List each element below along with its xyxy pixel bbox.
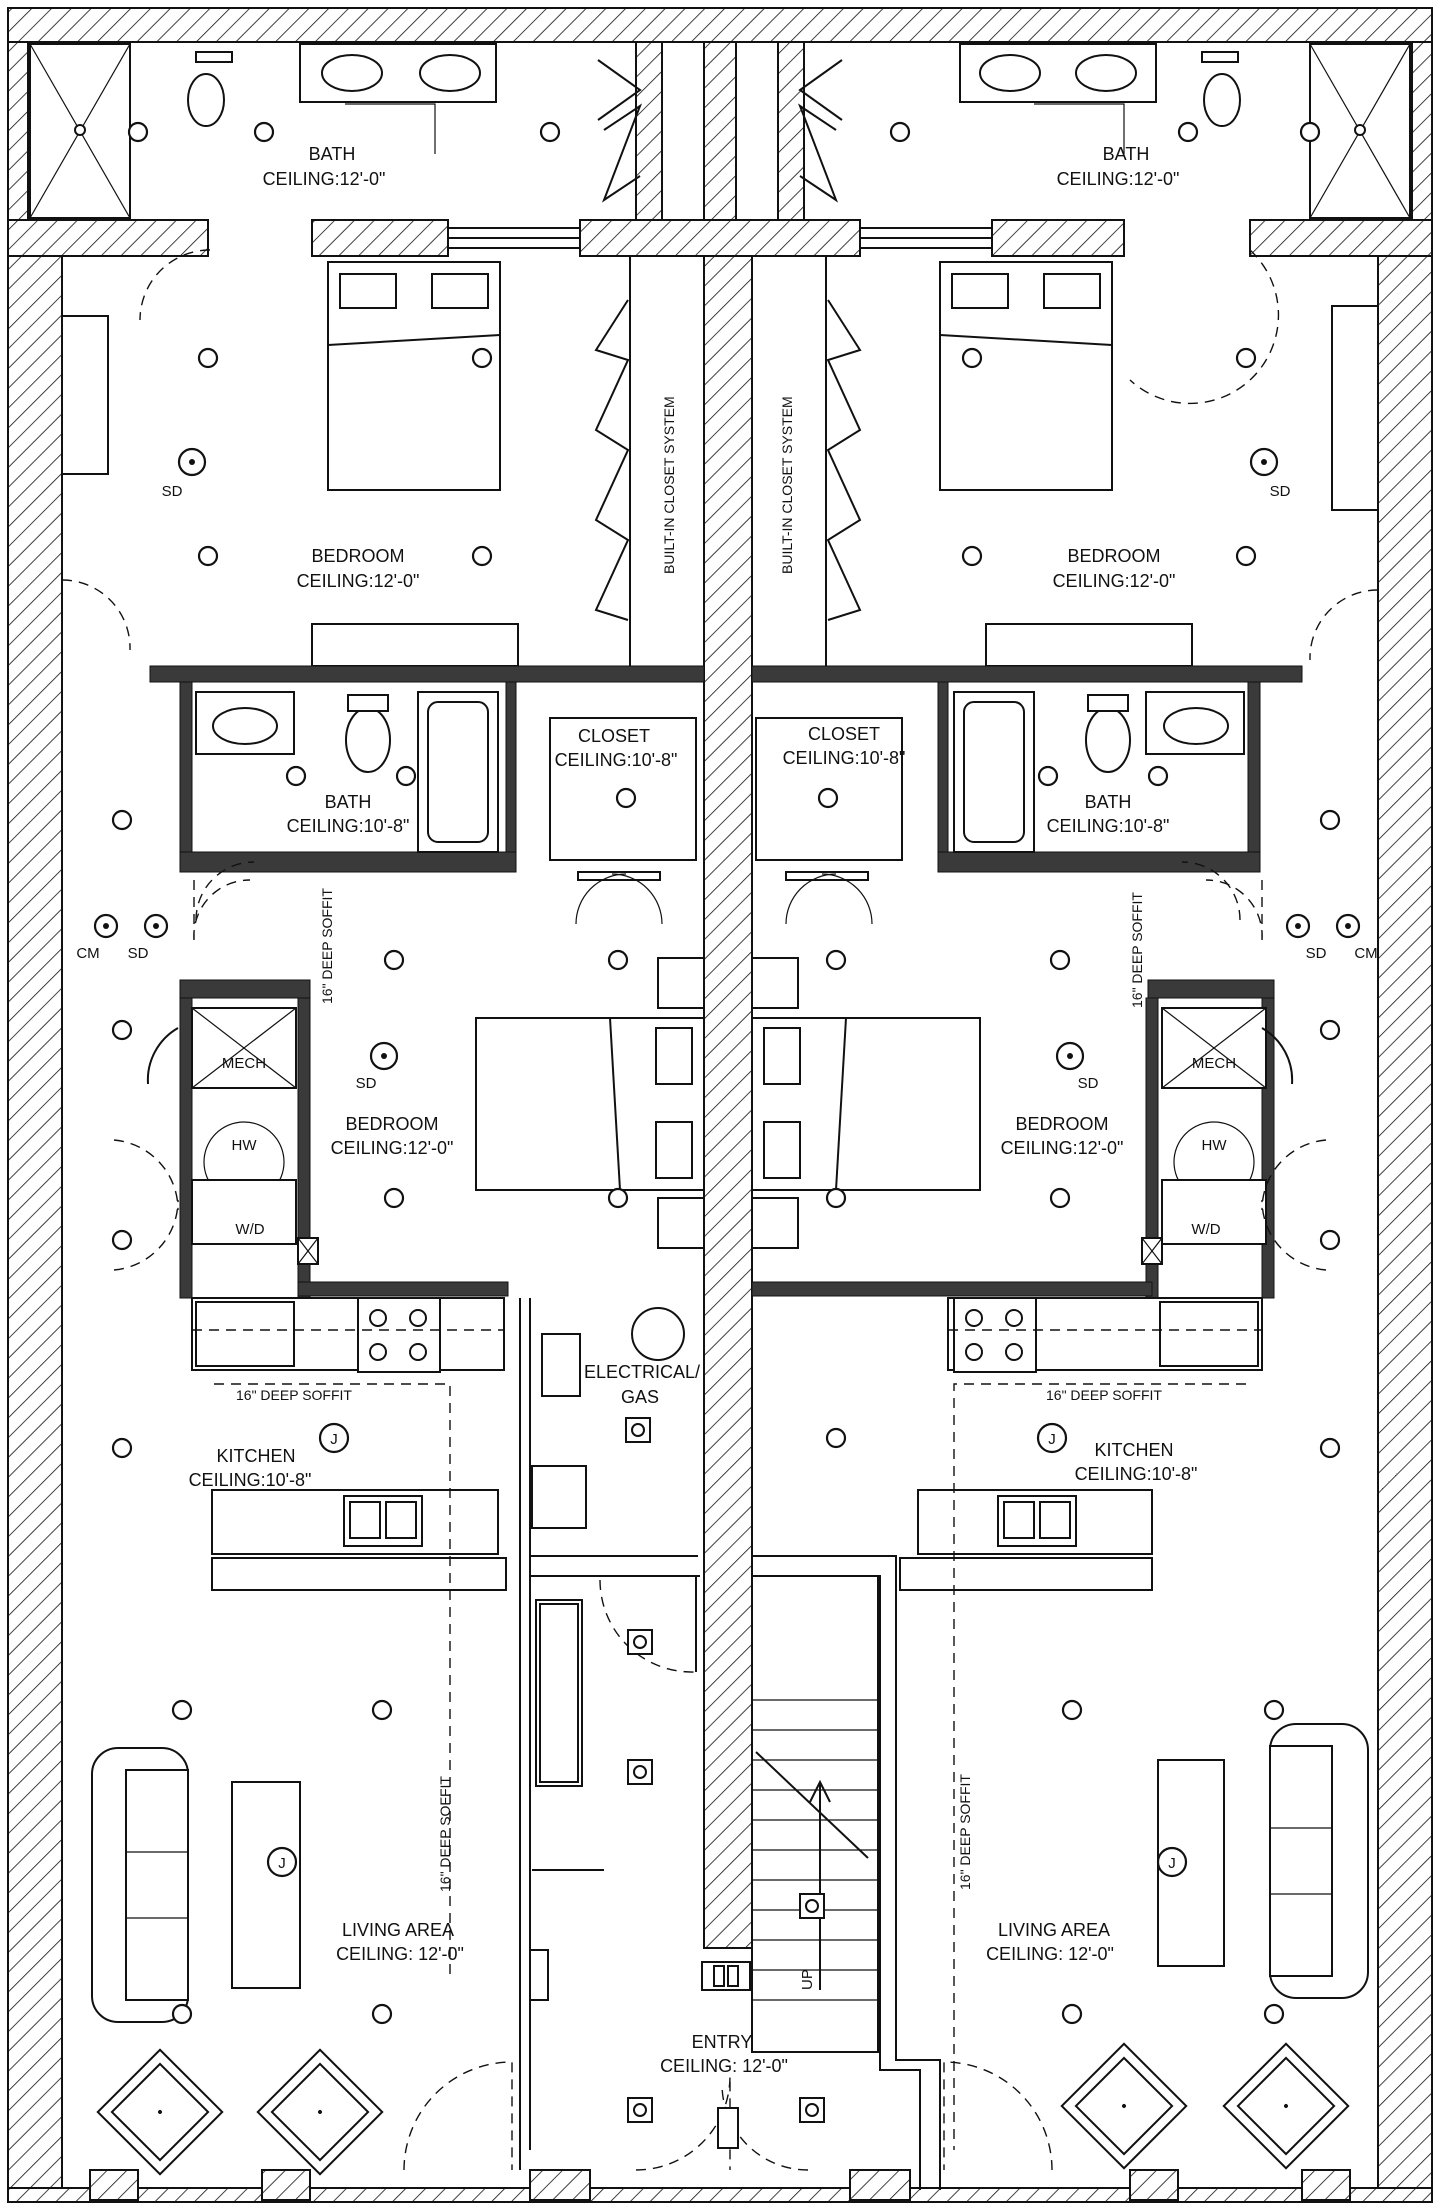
- living-right-furniture: [1060, 1723, 1369, 2170]
- soffit-label-6: 16" DEEP SOFFIT: [957, 1774, 973, 1890]
- soffit-label-1: 16" DEEP SOFFIT: [319, 888, 335, 1004]
- kitchen-left-ceiling: CEILING:10'-8": [189, 1470, 312, 1490]
- exterior-walls: [7, 7, 1433, 2203]
- bath-top-left-name: BATH: [309, 144, 356, 164]
- mid-bath-left-fixtures: [195, 691, 697, 925]
- closet-left-name: CLOSET: [578, 726, 650, 746]
- annotation-labels: BUILT-IN CLOSET SYSTEM BUILT-IN CLOSET S…: [76, 396, 1377, 1990]
- wd-label-left: W/D: [235, 1221, 264, 1238]
- electrical-name: ELECTRICAL/: [584, 1362, 700, 1382]
- cm-label-2: CM: [1354, 945, 1377, 962]
- closet-right-name: CLOSET: [808, 724, 880, 744]
- upper-bedroom-left-furniture: [61, 249, 705, 669]
- kitchen-right-fixtures: [899, 1297, 1263, 2150]
- kitchen-right-name: KITCHEN: [1094, 1440, 1173, 1460]
- bedroom-mid-left-name: BEDROOM: [345, 1114, 438, 1134]
- bedroom-upper-right-ceiling: CEILING:12'-0": [1053, 571, 1176, 591]
- closet-left-ceiling: CEILING:10'-8": [555, 750, 678, 770]
- mid-walls: [149, 665, 1303, 1299]
- bath-mid-right-name: BATH: [1085, 792, 1132, 812]
- living-left-name: LIVING AREA: [342, 1920, 454, 1940]
- hw-label-left: HW: [232, 1137, 258, 1154]
- bedroom-mid-right-ceiling: CEILING:12'-0": [1001, 1138, 1124, 1158]
- upper-bedroom-right-furniture: [751, 249, 1379, 669]
- sd-label-3: SD: [128, 945, 149, 962]
- square-fixtures: [625, 1417, 825, 2123]
- junction-label-1: J: [330, 1431, 338, 1448]
- kitchen-left-fixtures: [191, 1297, 507, 1980]
- top-bath-left-fixtures: [29, 43, 643, 219]
- bath-mid-right-ceiling: CEILING:10'-8": [1047, 816, 1170, 836]
- bath-mid-left-ceiling: CEILING:10'-8": [287, 816, 410, 836]
- bath-top-right-name: BATH: [1103, 144, 1150, 164]
- bedroom-mid-right-name: BEDROOM: [1015, 1114, 1108, 1134]
- bedroom-mid-left-ceiling: CEILING:12'-0": [331, 1138, 454, 1158]
- mid-bedroom-right-furniture: [751, 879, 1327, 1271]
- bath-mid-left-name: BATH: [325, 792, 372, 812]
- bath-top-left-ceiling: CEILING:12'-0": [263, 169, 386, 189]
- sd-label-4: SD: [1306, 945, 1327, 962]
- living-right-ceiling: CEILING: 12'-0": [986, 1944, 1114, 1964]
- bedroom-upper-left-name: BEDROOM: [311, 546, 404, 566]
- mech-label-right: MECH: [1192, 1055, 1236, 1072]
- top-bath-right-fixtures: [797, 43, 1411, 219]
- stair-up-label: UP: [799, 1969, 816, 1990]
- soffit-label-2: 16" DEEP SOFFIT: [1129, 892, 1145, 1008]
- bedroom-upper-right-name: BEDROOM: [1067, 546, 1160, 566]
- corridor-and-stair: [403, 1298, 1053, 2190]
- mech-label-left: MECH: [222, 1055, 266, 1072]
- cm-label-1: CM: [76, 945, 99, 962]
- wd-label-right: W/D: [1191, 1221, 1220, 1238]
- living-right-name: LIVING AREA: [998, 1920, 1110, 1940]
- junction-label-3: J: [278, 1855, 286, 1872]
- sd-label-6: SD: [1078, 1075, 1099, 1092]
- soffit-label-3: 16" DEEP SOFFIT: [236, 1387, 352, 1403]
- closet-system-left-label: BUILT-IN CLOSET SYSTEM: [661, 396, 677, 574]
- living-left-ceiling: CEILING: 12'-0": [336, 1944, 464, 1964]
- entry-name: ENTRY: [692, 2032, 753, 2052]
- room-labels: BATH CEILING:12'-0" BATH CEILING:12'-0" …: [189, 144, 1198, 2076]
- bedroom-upper-left-ceiling: CEILING:12'-0": [297, 571, 420, 591]
- kitchen-right-ceiling: CEILING:10'-8": [1075, 1464, 1198, 1484]
- sd-label-2: SD: [1270, 483, 1291, 500]
- junction-label-2: J: [1048, 1431, 1056, 1448]
- sd-label-1: SD: [162, 483, 183, 500]
- sd-label-5: SD: [356, 1075, 377, 1092]
- junction-boxes: [266, 1422, 1188, 1878]
- hw-label-right: HW: [1202, 1137, 1228, 1154]
- closet-right-ceiling: CEILING:10'-8": [783, 748, 906, 768]
- ceiling-lights: [93, 121, 1361, 2025]
- soffit-label-5: 16" DEEP SOFFIT: [437, 1776, 453, 1892]
- closet-system-right-label: BUILT-IN CLOSET SYSTEM: [779, 396, 795, 574]
- living-left-furniture: [91, 1747, 549, 2176]
- bath-top-right-ceiling: CEILING:12'-0": [1057, 169, 1180, 189]
- entry-ceiling: CEILING: 12'-0": [660, 2056, 788, 2076]
- electrical-sub: GAS: [621, 1387, 659, 1407]
- mid-bedroom-left-furniture: [113, 879, 705, 1271]
- soffit-label-4: 16" DEEP SOFFIT: [1046, 1387, 1162, 1403]
- junction-label-4: J: [1168, 1855, 1176, 1872]
- kitchen-left-name: KITCHEN: [216, 1446, 295, 1466]
